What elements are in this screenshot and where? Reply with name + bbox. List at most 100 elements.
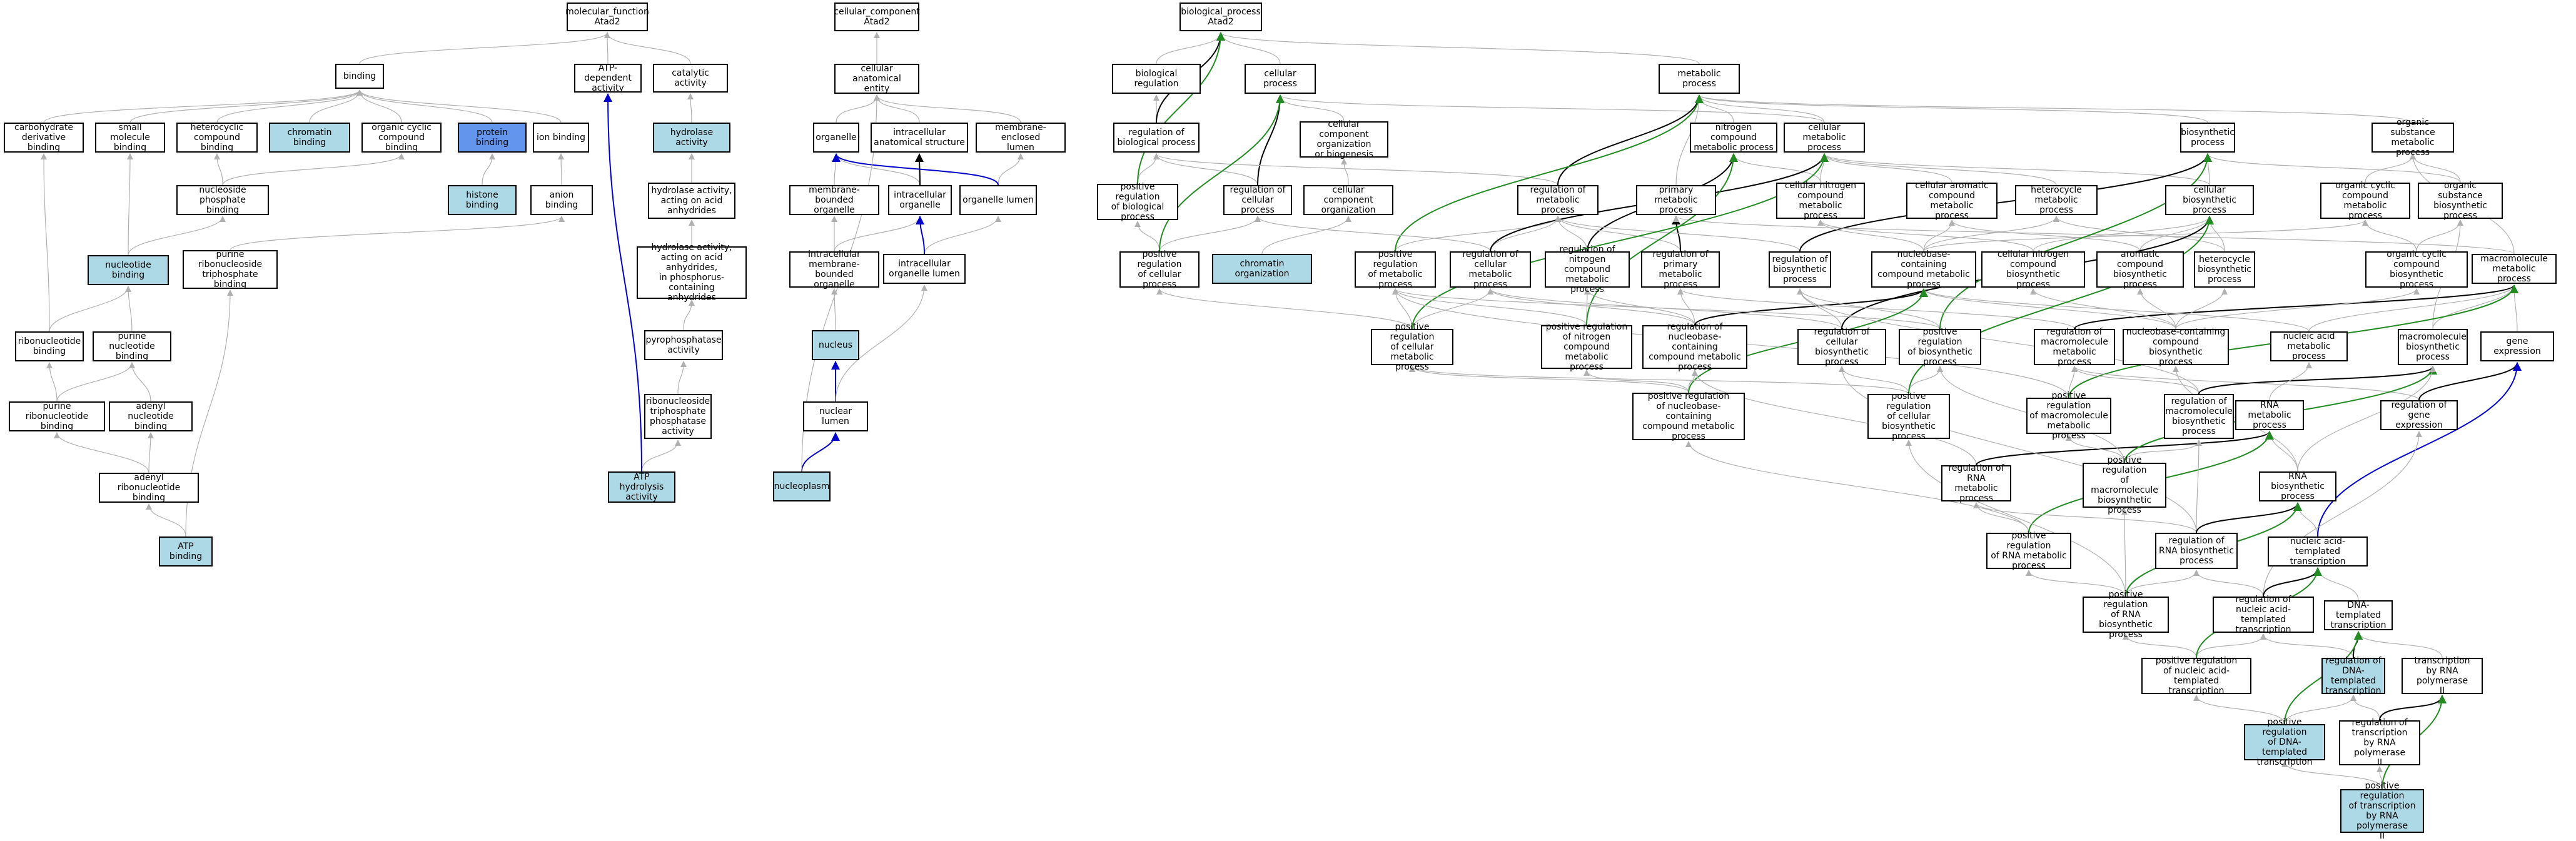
node-regulation-of-rna-metabolic-process[interactable]: regulation of RNA metabolic process (1941, 463, 2011, 503)
node-primary-metabolic-process[interactable]: primary metabolic process (1636, 185, 1716, 215)
node-heterocyclic-compound-binding[interactable]: heterocyclic compound binding (176, 123, 258, 153)
node-nuclear-lumen[interactable]: nuclear lumen (803, 401, 868, 431)
node-positive-regulation-of-nucleobase-containing-compound-metabolic-process[interactable]: positive regulation of nucleobase-contai… (1632, 391, 1745, 441)
node-atp-binding[interactable]: ATP binding (159, 536, 213, 567)
node-cellular-nitrogen-compound-biosynthetic-process[interactable]: cellular nitrogen compound biosynthetic … (1981, 249, 2085, 290)
node-cellular-component-organization[interactable]: cellular component organization (1303, 185, 1393, 215)
node-pyrophosphatase-activity[interactable]: pyrophosphatase activity (644, 330, 723, 360)
node-regulation-of-nucleic-acid-templated-transcription[interactable]: regulation of nucleic acid-templated tra… (2213, 595, 2314, 635)
node-positive-regulation-of-macromolecule-metabolic-process[interactable]: positive regulation of macromolecule met… (2026, 391, 2111, 441)
node-positive-regulation-of-cellular-process[interactable]: positive regulation of cellular process (1119, 249, 1200, 290)
node-aromatic-compound-biosynthetic-process[interactable]: aromatic compound biosynthetic process (2096, 249, 2184, 290)
node-organelle[interactable]: organelle (813, 123, 859, 153)
node-histone-binding[interactable]: histone binding (448, 185, 517, 215)
node-nucleobase-containing-compound-biosynthetic-process[interactable]: nucleobase-containing compound biosynthe… (2123, 327, 2229, 367)
node-regulation-of-nucleobase-containing-compound-metabolic-process[interactable]: regulation of nucleobase-containing comp… (1642, 322, 1747, 372)
node-membrane-enclosed-lumen[interactable]: membrane-enclosed lumen (976, 123, 1066, 153)
node-intracellular-organelle-lumen[interactable]: intracellular organelle lumen (883, 254, 966, 284)
node-dna-templated-transcription[interactable]: DNA-templated transcription (2324, 600, 2393, 630)
node-cellular-component-root[interactable]: cellular_component Atad2 (834, 3, 920, 31)
node-nucleic-acid-metabolic-process[interactable]: nucleic acid metabolic process (2270, 331, 2348, 361)
node-gene-expression[interactable]: gene expression (2480, 331, 2554, 361)
node-biological-process-root[interactable]: biological_process Atad2 (1179, 3, 1262, 31)
node-biosynthetic-process[interactable]: biosynthetic process (2180, 123, 2235, 153)
node-nucleus[interactable]: nucleus (812, 330, 859, 360)
node-nucleotide-binding[interactable]: nucleotide binding (88, 255, 169, 285)
node-organelle-lumen[interactable]: organelle lumen (959, 185, 1037, 215)
node-regulation-of-metabolic-process[interactable]: regulation of metabolic process (1517, 185, 1599, 215)
node-positive-regulation-of-transcription-by-rna-polymerase-ii[interactable]: positive regulation of transcription by … (2340, 781, 2424, 841)
node-positive-regulation-of-rna-metabolic-process[interactable]: positive regulation of RNA metabolic pro… (1986, 531, 2071, 571)
node-positive-regulation-of-macromolecule-biosynthetic-process[interactable]: positive regulation of macromolecule bio… (2083, 455, 2166, 515)
node-regulation-of-macromolecule-biosynthetic-process[interactable]: regulation of macromolecule biosynthetic… (2164, 394, 2234, 439)
node-adenyl-nucleotide-binding[interactable]: adenyl nucleotide binding (109, 401, 193, 431)
node-organic-cyclic-compound-binding[interactable]: organic cyclic compound binding (361, 123, 442, 153)
node-binding[interactable]: binding (335, 64, 384, 89)
node-cellular-metabolic-process[interactable]: cellular metabolic process (1784, 123, 1865, 153)
node-nucleobase-containing-compound-metabolic-process[interactable]: nucleobase-containing compound metabolic… (1871, 249, 1976, 290)
node-anion-binding[interactable]: anion binding (530, 185, 593, 215)
node-nitrogen-compound-metabolic-process[interactable]: nitrogen compound metabolic process (1690, 123, 1777, 153)
node-transcription-by-rna-polymerase-ii[interactable]: transcription by RNA polymerase II (2402, 656, 2483, 696)
node-intracellular-organelle[interactable]: intracellular organelle (888, 185, 952, 215)
node-rna-metabolic-process[interactable]: RNA metabolic process (2235, 400, 2304, 430)
node-ribonucleotide-binding[interactable]: ribonucleotide binding (15, 331, 84, 361)
node-small-molecule-binding[interactable]: small molecule binding (95, 123, 165, 153)
node-intracellular-anatomical-structure[interactable]: intracellular anatomical structure (871, 123, 968, 153)
node-membrane-bounded-organelle[interactable]: membrane-bounded organelle (789, 185, 879, 215)
node-rna-biosynthetic-process[interactable]: RNA biosynthetic process (2259, 471, 2336, 501)
node-regulation-of-dna-templated-transcription[interactable]: regulation of DNA-templated transcriptio… (2321, 656, 2385, 696)
node-positive-regulation-of-dna-templated-transcription[interactable]: positive regulation of DNA-templated tra… (2244, 717, 2325, 767)
node-hydrolase-activity[interactable]: hydrolase activity (653, 123, 730, 153)
node-positive-regulation-of-biosynthetic-process[interactable]: positive regulation of biosynthetic proc… (1899, 327, 1981, 367)
node-nucleic-acid-templated-transcription[interactable]: nucleic acid-templated transcription (2268, 536, 2368, 567)
node-organic-cyclic-compound-metabolic-process[interactable]: organic cyclic compound metabolic proces… (2320, 181, 2410, 221)
node-purine-nucleotide-binding[interactable]: purine nucleotide binding (93, 331, 171, 361)
node-positive-regulation-of-biological-process[interactable]: positive regulation of biological proces… (1097, 182, 1178, 222)
node-molecular-function-root[interactable]: molecular_function Atad2 (565, 3, 649, 31)
node-purine-ribonucleotide-binding[interactable]: purine ribonucleotide binding (9, 401, 105, 431)
node-regulation-of-macromolecule-metabolic-process[interactable]: regulation of macromolecule metabolic pr… (2034, 327, 2115, 367)
node-regulation-of-biological-process[interactable]: regulation of biological process (1113, 123, 1200, 153)
node-protein-binding[interactable]: protein binding (458, 123, 527, 153)
node-cellular-aromatic-compound-metabolic-process[interactable]: cellular aromatic compound metabolic pro… (1906, 181, 1998, 221)
node-positive-regulation-of-nitrogen-compound-metabolic-process[interactable]: positive regulation of nitrogen compound… (1541, 322, 1632, 372)
node-regulation-of-cellular-process[interactable]: regulation of cellular process (1223, 185, 1292, 215)
node-positive-regulation-of-cellular-biosynthetic-process[interactable]: positive regulation of cellular biosynth… (1867, 391, 1950, 441)
node-nucleoside-phosphate-binding[interactable]: nucleoside phosphate binding (176, 185, 269, 215)
node-macromolecule-metabolic-process[interactable]: macromolecule metabolic process (2472, 254, 2557, 284)
node-organic-substance-metabolic-process[interactable]: organic substance metabolic process (2371, 118, 2454, 158)
node-regulation-of-biosynthetic-process[interactable]: regulation of biosynthetic process (1769, 251, 1831, 288)
node-organic-cyclic-compound-biosynthetic-process[interactable]: organic cyclic compound biosynthetic pro… (2365, 249, 2468, 290)
node-cellular-component-organization-or-biogenesis[interactable]: cellular component organization or bioge… (1300, 119, 1388, 159)
node-chromatin-organization[interactable]: chromatin organization (1212, 254, 1312, 284)
node-regulation-of-cellular-biosynthetic-process[interactable]: regulation of cellular biosynthetic proc… (1797, 327, 1886, 367)
node-positive-regulation-of-nucleic-acid-templated-transcription[interactable]: positive regulation of nucleic acid-temp… (2141, 656, 2251, 696)
node-nucleoplasm[interactable]: nucleoplasm (773, 471, 831, 501)
node-adenyl-ribonucleotide-binding[interactable]: adenyl ribonucleotide binding (99, 473, 199, 503)
node-cellular-process[interactable]: cellular process (1245, 64, 1316, 94)
node-regulation-of-rna-biosynthetic-process[interactable]: regulation of RNA biosynthetic process (2155, 533, 2238, 569)
node-catalytic-activity[interactable]: catalytic activity (653, 64, 728, 93)
node-regulation-of-primary-metabolic-process[interactable]: regulation of primary metabolic process (1641, 249, 1720, 290)
node-cellular-nitrogen-compound-metabolic-process[interactable]: cellular nitrogen compound metabolic pro… (1776, 181, 1865, 221)
node-heterocycle-biosynthetic-process[interactable]: heterocycle biosynthetic process (2194, 251, 2255, 288)
node-positive-regulation-of-metabolic-process[interactable]: positive regulation of metabolic process (1355, 249, 1436, 290)
node-ribonucleoside-triphosphate-phosphatase-activity[interactable]: ribonucleoside triphosphate phosphatase … (644, 394, 712, 439)
node-heterocycle-metabolic-process[interactable]: heterocycle metabolic process (2015, 185, 2098, 215)
node-purine-ribonucleoside-triphosphate-binding[interactable]: purine ribonucleoside triphosphate bindi… (183, 249, 278, 290)
node-metabolic-process[interactable]: metabolic process (1659, 64, 1740, 94)
node-chromatin-binding[interactable]: chromatin binding (269, 123, 350, 153)
node-atp-dependent-activity[interactable]: ATP-dependent activity (574, 63, 642, 93)
node-macromolecule-biosynthetic-process[interactable]: macromolecule biosynthetic process (2398, 329, 2468, 365)
node-intracellular-membrane-bounded-organelle[interactable]: intracellular membrane-bounded organelle (789, 249, 879, 290)
node-cellular-anatomical-entity[interactable]: cellular anatomical entity (834, 64, 919, 94)
node-regulation-of-nitrogen-compound-metabolic-process[interactable]: regulation of nitrogen compound metaboli… (1545, 244, 1630, 295)
node-regulation-of-cellular-metabolic-process[interactable]: regulation of cellular metabolic process (1450, 249, 1531, 290)
node-positive-regulation-of-rna-biosynthetic-process[interactable]: positive regulation of RNA biosynthetic … (2083, 590, 2169, 640)
node-biological-regulation[interactable]: biological regulation (1112, 64, 1201, 94)
node-organic-substance-biosynthetic-process[interactable]: organic substance biosynthetic process (2418, 181, 2503, 221)
node-hydrolase-acting-on-acid-anhydrides[interactable]: hydrolase activity, acting on acid anhyd… (648, 183, 735, 219)
node-regulation-of-gene-expression[interactable]: regulation of gene expression (2380, 400, 2458, 430)
node-ion-binding[interactable]: ion binding (533, 123, 589, 153)
